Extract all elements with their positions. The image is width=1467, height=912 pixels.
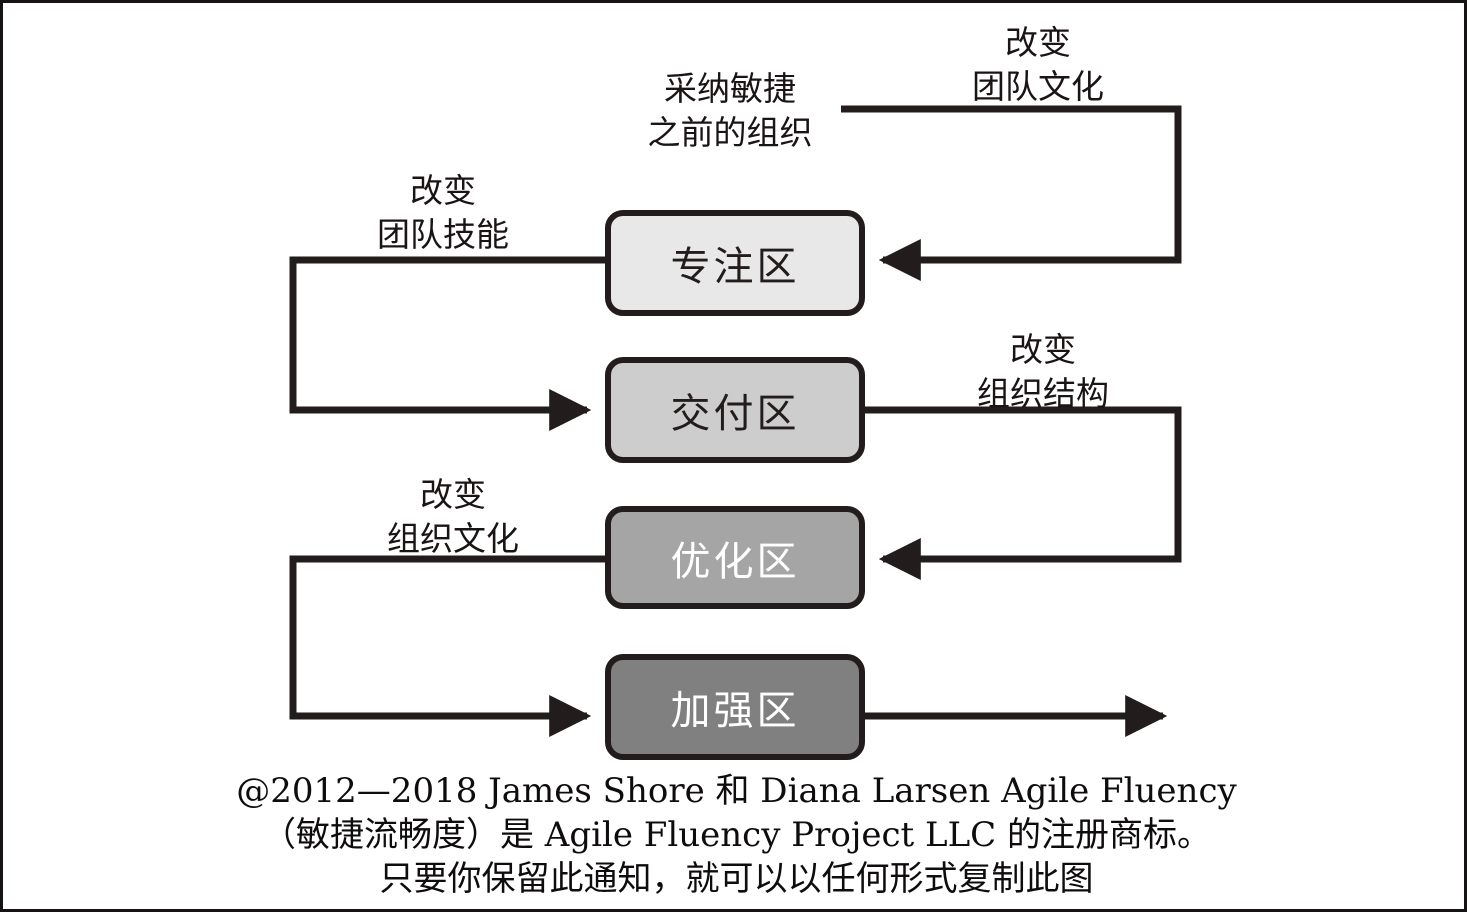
connector-pre-agile-to-focusing xyxy=(841,105,1182,281)
connector-lines xyxy=(289,105,1182,737)
caption-line-3: 只要你保留此通知，就可以以任何形式复制此图 xyxy=(379,859,1094,900)
connector-focusing-to-delivering xyxy=(289,256,605,431)
edge-label-change-team-culture: 改变 团队文化 xyxy=(972,23,1104,106)
connector-optimizing-to-strengthening xyxy=(289,555,605,737)
connector-delivering-to-optimizing xyxy=(865,406,1182,580)
edge-label-change-org-structure: 改变 组织结构 xyxy=(977,330,1109,413)
caption-line-1: @2012—2018 James Shore 和 Diana Larsen Ag… xyxy=(236,771,1237,811)
copyright-caption: @2012—2018 James Shore 和 Diana Larsen Ag… xyxy=(3,769,1464,902)
caption-line-2: （敏捷流畅度）是 Agile Fluency Project LLC 的注册商标… xyxy=(262,815,1211,856)
zone-box-strengthening[interactable]: 加强区 xyxy=(605,654,865,760)
edge-label-change-team-skills: 改变 团队技能 xyxy=(377,171,509,254)
edge-label-change-org-culture: 改变 组织文化 xyxy=(387,475,519,558)
zone-box-focusing[interactable]: 专注区 xyxy=(605,210,865,316)
zone-box-optimizing[interactable]: 优化区 xyxy=(605,506,865,609)
edge-label-pre-agile: 采纳敏捷 之前的组织 xyxy=(647,69,813,152)
zone-box-delivering[interactable]: 交付区 xyxy=(605,357,865,463)
